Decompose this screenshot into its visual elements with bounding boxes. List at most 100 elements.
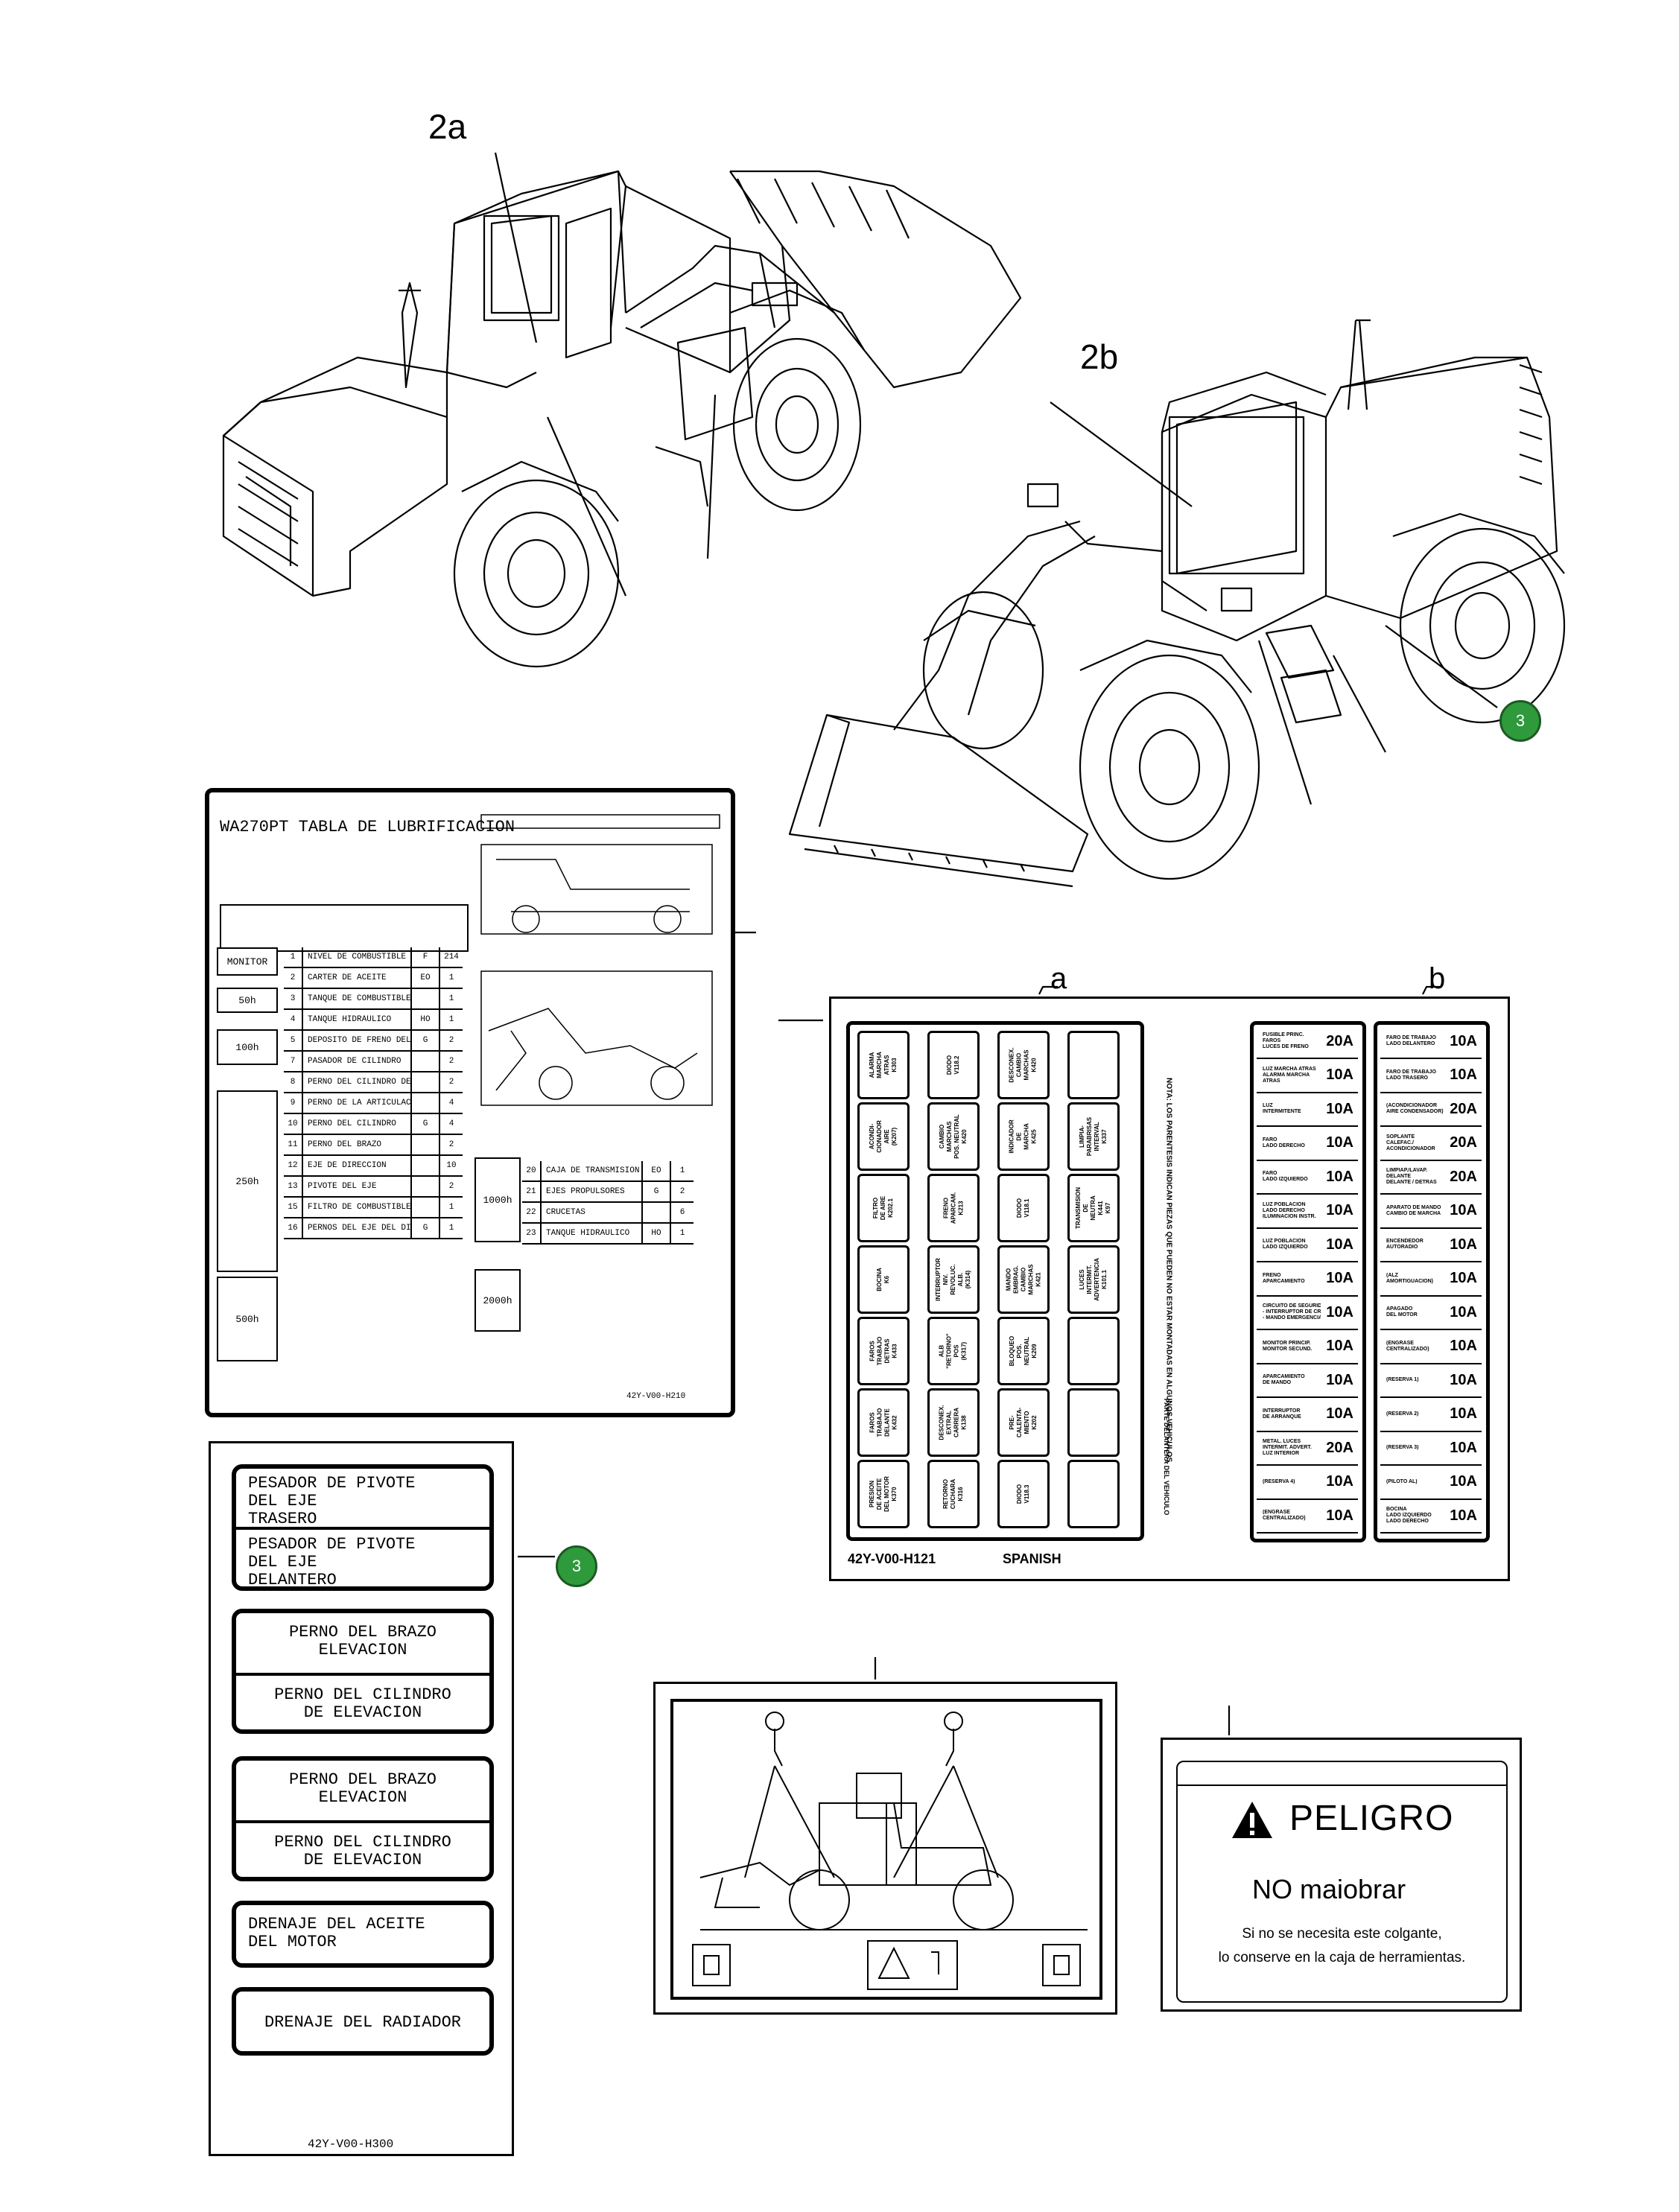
fuse-rating: 10A <box>1450 1338 1477 1354</box>
lube-item-number: 7 <box>284 1052 303 1071</box>
fuse-row: LIMPIAP./LAVAP. DELANTE DELANTE / DETRAS… <box>1380 1160 1482 1195</box>
relay-label: LUCES INTERMIT. ADVERTENCIA K101.1 <box>1079 1258 1108 1301</box>
relay-slot: RETORNO CUCHARA K316 <box>927 1460 980 1528</box>
fuse-rating: 10A <box>1326 1202 1353 1218</box>
lube-item-description: FILTRO DE COMBUSTIBLE <box>308 1203 410 1212</box>
fuse-rating: 10A <box>1326 1067 1353 1083</box>
fuse-label: (RESERVA 1) <box>1386 1377 1419 1382</box>
fuse-row: MONITOR PRINCIP. MONITOR SECUND.10A <box>1257 1330 1358 1364</box>
relay-label: DIODO V118.1 <box>1015 1198 1030 1218</box>
part-badge-3[interactable]: 3 <box>1499 700 1541 742</box>
relay-slot <box>1067 1460 1120 1528</box>
relay-label: INDICADOR DE MARCHA K425 <box>1009 1119 1038 1154</box>
lube-item-description: PERNO DEL CILINDRO <box>308 1119 396 1128</box>
relay-slot: DESCONEX. CAMBIO MARCHAS K420 <box>997 1031 1050 1099</box>
peligro-inner-frame: PELIGRO NO maiobrar Si no se necesita es… <box>1176 1761 1508 2003</box>
fuse-rating: 10A <box>1326 1100 1353 1117</box>
tag-engine-oil-drain-text: DRENAJE DEL ACEITE DEL MOTOR <box>248 1915 425 1951</box>
lube-item-code <box>410 1072 439 1092</box>
relay-slot: CAMBIO MARCHAS POS. NEUTRAL K420 <box>927 1102 980 1171</box>
relay-label: ALARMA MARCHA ATRAS K303 <box>869 1052 898 1078</box>
fuse-rating: 10A <box>1326 1371 1353 1388</box>
fuse-label: FUSIBLE PRINC. FAROS LUCES DE FRENO <box>1263 1032 1309 1049</box>
lube-item-number: 11 <box>284 1135 303 1154</box>
fuse-rating: 10A <box>1326 1134 1353 1151</box>
fuse-row: (RESERVA 1)10A <box>1380 1364 1482 1398</box>
fuse-rating: 10A <box>1326 1236 1353 1253</box>
lube-item-number: 4 <box>284 1010 303 1029</box>
relay-slot <box>1067 1388 1120 1457</box>
lube-item-description: PERNOS DEL EJE DEL DIFERENCIAL <box>308 1224 410 1233</box>
interval-500h: 500h <box>217 1277 278 1361</box>
fuse-panel-code: 42Y-V00-H121 <box>848 1551 936 1566</box>
lubrication-points-illustration <box>480 814 720 1106</box>
fuse-label: (RESERVA 3) <box>1386 1445 1419 1450</box>
part-badge-3-tags[interactable]: 3 <box>556 1545 597 1587</box>
fuse-label: MONITOR PRINCIP. MONITOR SECUND. <box>1263 1340 1313 1352</box>
relay-label: MANDO EMBRAG. CAMBIO MARCHAS K421 <box>1004 1264 1041 1295</box>
lube-item-code <box>410 1156 439 1175</box>
peligro-line-1: Si no se necesita este colgante, <box>1242 1926 1442 1942</box>
lube-item-quantity: 2 <box>439 1052 463 1071</box>
lube-item-quantity: 2 <box>439 1031 463 1050</box>
tag-boom-pin: PERNO DEL BRAZO ELEVACION <box>288 1770 437 1807</box>
relay-label: ACONDI- CIONADOR AIRE (K207) <box>869 1120 898 1153</box>
peligro-top-band <box>1178 1762 1506 1786</box>
lube-item-code: G <box>410 1114 439 1134</box>
tag-lift-pins-2: PERNO DEL BRAZO ELEVACION PERNO DEL CILI… <box>232 1756 494 1881</box>
lube-item-number: 23 <box>522 1224 542 1243</box>
lube-item-number: 3 <box>284 989 303 1008</box>
relay-slot: BOCINA K6 <box>857 1245 910 1314</box>
relay-slot: INTERRUPTOR NIV. REVOLUC. ALB. (K314) <box>927 1245 980 1314</box>
fuse-label: FRENO APARCAMIENTO <box>1263 1272 1305 1284</box>
fuse-label: (RESERVA 2) <box>1386 1411 1419 1417</box>
fuse-label: FARO LADO DERECHO <box>1263 1137 1305 1148</box>
lube-item-description: TANQUE HIDRAULICO <box>308 1015 392 1024</box>
tag-lift-pins-1: PERNO DEL BRAZO ELEVACION PERNO DEL CILI… <box>232 1609 494 1734</box>
fuse-label: FARO DE TRABAJO LADO TRASERO <box>1386 1069 1436 1081</box>
relay-slot: INDICADOR DE MARCHA K425 <box>997 1102 1050 1171</box>
relay-slot: PRE- CALENTA- MIENTO K202 <box>997 1388 1050 1457</box>
fuse-row: LUZ POBLACION LADO DERECHO ILUMINACION I… <box>1257 1195 1358 1229</box>
fuse-rating: 20A <box>1450 1134 1477 1151</box>
relay-label: PRESION DE ACEITE DEL MOTOR K370 <box>869 1476 898 1512</box>
lube-item-quantity: 2 <box>439 1177 463 1196</box>
peligro-line-2: lo conserve en la caja de herramientas. <box>1218 1950 1466 1965</box>
lube-item-quantity: 1 <box>439 1218 463 1238</box>
interval-50h: 50h <box>217 988 278 1013</box>
relay-label: DIODO V118.3 <box>1015 1484 1030 1504</box>
fuse-label: ENCENDEDOR AUTORADIO <box>1386 1239 1424 1250</box>
relay-label: LIMPIA- PARABRISAS INTERVAL K337 <box>1079 1116 1108 1157</box>
lube-item-code <box>410 1177 439 1196</box>
lube-item-code: EO <box>641 1161 670 1180</box>
lube-item-description: CAJA DE TRANSMISION <box>546 1166 640 1175</box>
lube-item-quantity: 2 <box>670 1182 694 1201</box>
relay-slot: PRESION DE ACEITE DEL MOTOR K370 <box>857 1460 910 1528</box>
lube-item-description: TANQUE HIDRAULICO <box>546 1229 630 1238</box>
lube-item-number: 12 <box>284 1156 303 1175</box>
tag-pivot-pins: PESADOR DE PIVOTE DEL EJE TRASERO PESADO… <box>232 1464 494 1591</box>
lube-item-quantity: 2 <box>439 1135 463 1154</box>
lube-item-description: CARTER DE ACEITE <box>308 973 387 982</box>
fuse-row: (PILOTO AL)10A <box>1380 1466 1482 1500</box>
lube-item-code <box>410 1198 439 1217</box>
lube-item-quantity: 4 <box>439 1114 463 1134</box>
lube-item-description: PERNO DEL CILINDRO DE VOLTEO <box>308 1078 410 1087</box>
front-of-vehicle-marker: PARTE DELANTERA DEL VEHICULO <box>1152 1399 1181 1535</box>
relay-slot: DIODO V118.1 <box>997 1174 1050 1242</box>
fuse-rating: 10A <box>1450 1507 1477 1524</box>
